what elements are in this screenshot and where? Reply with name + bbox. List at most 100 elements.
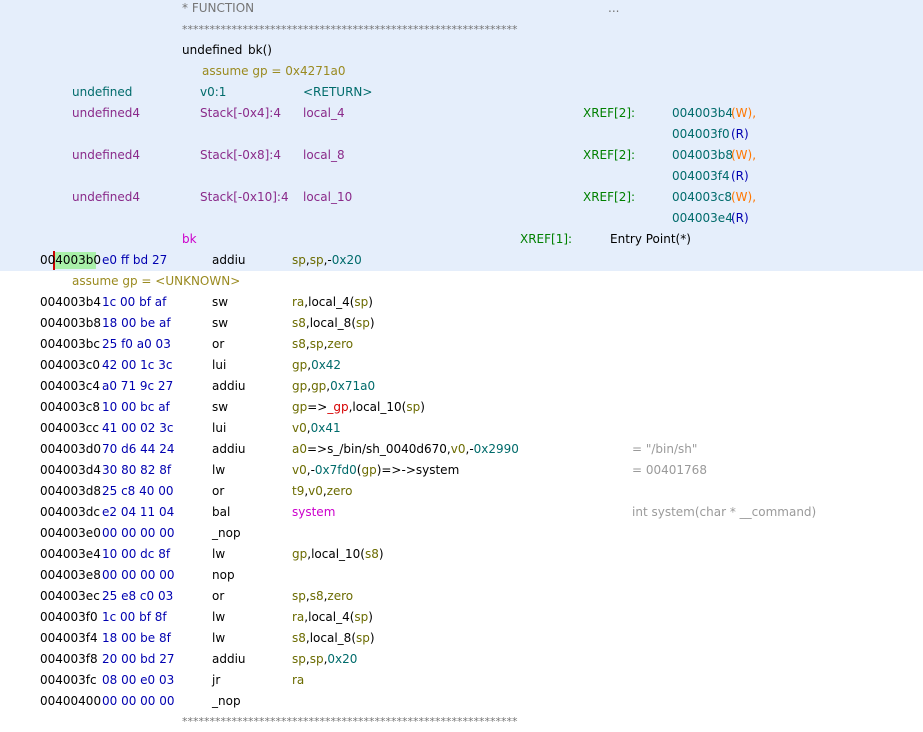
operand-token: s8	[292, 337, 306, 351]
instruction-operands[interactable]: sp,sp,-0x20	[292, 250, 362, 271]
instruction-address[interactable]: 004003d0	[40, 442, 102, 456]
instruction-address[interactable]: 00400400	[40, 694, 102, 708]
instruction-bytes: 25 e8 c0 03	[102, 589, 174, 603]
instruction-mnemonic[interactable]: or	[212, 589, 225, 603]
instruction-address[interactable]: 004003e0	[40, 526, 101, 540]
instruction-address[interactable]: 004003fc	[40, 673, 97, 687]
local-xref-addr[interactable]: 004003b8	[672, 148, 734, 162]
instruction-mnemonic[interactable]: lw	[212, 610, 226, 624]
operand-token: local_4	[308, 295, 350, 309]
operand-token: zero	[327, 337, 354, 351]
assume-gp: assume gp = 0x4271a0	[202, 64, 346, 78]
instruction-operands[interactable]: gp=>_gp,local_10(sp)	[292, 397, 425, 418]
instruction-operands[interactable]: sp,s8,zero	[292, 586, 353, 607]
instruction-bytes: 1c 00 bf af	[102, 295, 167, 309]
instruction-mnemonic[interactable]: _nop	[212, 694, 241, 708]
label-xref-target[interactable]: Entry Point(*)	[610, 232, 691, 246]
stars-separator-top: ****************************************…	[182, 23, 518, 36]
instruction-mnemonic[interactable]: sw	[212, 316, 229, 330]
instruction-mnemonic[interactable]: or	[212, 337, 225, 351]
local-xref-addr[interactable]: 004003e4	[672, 211, 733, 225]
instruction-address[interactable]: 004003f8	[40, 652, 98, 666]
instruction-mnemonic[interactable]: _nop	[212, 526, 241, 540]
operand-token: ,	[305, 652, 310, 666]
instruction-operands[interactable]: gp,0x42	[292, 355, 341, 376]
instruction-mnemonic[interactable]: lw	[212, 631, 226, 645]
instruction-operands[interactable]: ra,local_4(sp)	[292, 607, 373, 628]
local-name[interactable]: local_10	[303, 190, 353, 204]
operand-token: v0	[450, 442, 466, 456]
instruction-mnemonic[interactable]: addiu	[212, 379, 246, 393]
local-xref-addr[interactable]: 004003b4	[672, 106, 734, 120]
instruction-mnemonic[interactable]: addiu	[212, 442, 246, 456]
instruction-address[interactable]: 004003d4	[40, 463, 102, 477]
instruction-operands[interactable]: system	[292, 502, 335, 523]
local-name[interactable]: local_8	[303, 148, 345, 162]
instruction-mnemonic[interactable]: sw	[212, 400, 229, 414]
instruction-operands[interactable]: s8,local_8(sp)	[292, 628, 375, 649]
instruction-mnemonic[interactable]: lw	[212, 463, 226, 477]
instruction-operands[interactable]: v0,0x41	[292, 418, 341, 439]
instruction-address[interactable]: 004003d8	[40, 484, 102, 498]
instruction-bytes: 42 00 1c 3c	[102, 358, 173, 372]
instruction-mnemonic[interactable]: bal	[212, 505, 231, 519]
instruction-operands[interactable]: a0=>s_/bin/sh_0040d670,v0,-0x2990	[292, 439, 519, 460]
operand-token: sp	[309, 337, 324, 351]
local-xref-kind: (R)	[731, 127, 749, 141]
instruction-address[interactable]: 004003f0	[40, 610, 98, 624]
instruction-operands[interactable]: gp,local_10(s8)	[292, 544, 384, 565]
instruction-bytes: 20 00 bd 27	[102, 652, 175, 666]
function-comment-label: * FUNCTION	[182, 1, 255, 15]
instruction-address[interactable]: 004003cc	[40, 421, 100, 435]
operand-token: ,	[323, 652, 328, 666]
instruction-mnemonic[interactable]: nop	[212, 568, 235, 582]
instruction-address[interactable]: 004003f4	[40, 631, 98, 645]
instruction-address[interactable]: 004003c8	[40, 400, 101, 414]
instruction-operands[interactable]: ra	[292, 670, 304, 691]
instruction-address[interactable]: 004003dc	[40, 505, 101, 519]
return-type: undefined	[72, 85, 133, 99]
local-xref-label: XREF[2]:	[583, 148, 636, 162]
local-xref-addr[interactable]: 004003f4	[672, 169, 730, 183]
instruction-mnemonic[interactable]: lw	[212, 547, 226, 561]
instruction-address[interactable]: 004003ec	[40, 589, 100, 603]
operand-token: v0	[308, 484, 323, 498]
instruction-address[interactable]: 004003b8	[40, 316, 102, 330]
return-name: <RETURN>	[303, 85, 373, 99]
local-xref-addr[interactable]: 004003c8	[672, 190, 733, 204]
instruction-mnemonic[interactable]: lui	[212, 358, 227, 372]
instruction-address[interactable]: 004003b0	[40, 253, 102, 267]
instruction-mnemonic[interactable]: lui	[212, 421, 227, 435]
instruction-mnemonic[interactable]: addiu	[212, 652, 246, 666]
instruction-operands[interactable]: v0,-0x7fd0(gp)=>->system	[292, 460, 459, 481]
instruction-address[interactable]: 004003b4	[40, 295, 102, 309]
function-label[interactable]: bk	[182, 232, 197, 246]
local-xref-addr[interactable]: 004003f0	[672, 127, 730, 141]
operand-token: )	[369, 631, 375, 645]
local-type: undefined4	[72, 148, 141, 162]
instruction-operands[interactable]: s8,local_8(sp)	[292, 313, 375, 334]
operand-token: sp	[354, 610, 369, 624]
instruction-address[interactable]: 004003c0	[40, 358, 101, 372]
operand-token: ,	[307, 379, 312, 393]
instruction-operands[interactable]: sp,sp,0x20	[292, 649, 357, 670]
instruction-address[interactable]: 004003e8	[40, 568, 101, 582]
instruction-operands[interactable]: s8,sp,zero	[292, 334, 353, 355]
instruction-mnemonic[interactable]: jr	[212, 673, 221, 687]
local-name[interactable]: local_4	[303, 106, 345, 120]
instruction-operands[interactable]: gp,gp,0x71a0	[292, 376, 375, 397]
signature-function-name[interactable]: bk()	[248, 43, 272, 57]
operand-token: zero	[326, 484, 353, 498]
operand-token: )	[368, 295, 373, 309]
operand-token: ,	[305, 253, 310, 267]
instruction-mnemonic[interactable]: sw	[212, 295, 229, 309]
instruction-mnemonic[interactable]: or	[212, 484, 225, 498]
instruction-address[interactable]: 004003e4	[40, 547, 101, 561]
operand-token: local_4	[308, 610, 350, 624]
instruction-operands[interactable]: ra,local_4(sp)	[292, 292, 373, 313]
instruction-operands[interactable]: t9,v0,zero	[292, 481, 352, 502]
instruction-address[interactable]: 004003c4	[40, 379, 101, 393]
instruction-mnemonic[interactable]: addiu	[212, 253, 246, 267]
collapse-ellipsis[interactable]: ...	[608, 1, 620, 15]
instruction-address[interactable]: 004003bc	[40, 337, 101, 351]
